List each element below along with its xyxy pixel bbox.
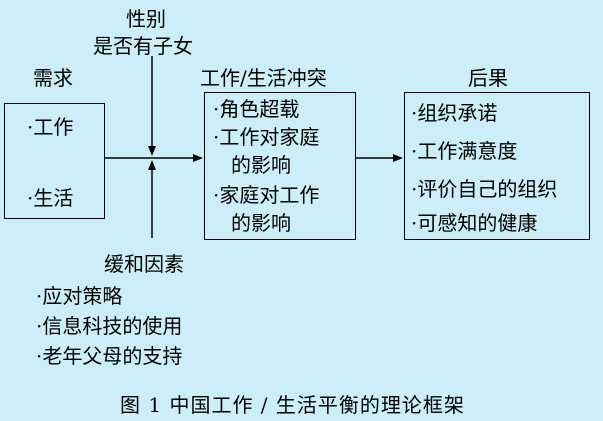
outcomes-item-commitment: ·组织承诺 bbox=[411, 101, 498, 125]
conflict-box: ·角色超载 ·工作对家庭 的影响 ·家庭对工作 的影响 bbox=[204, 92, 356, 240]
buffers-item-parent-support: ·老年父母的支持 bbox=[36, 344, 183, 368]
figure-caption: 图 1 中国工作 / 生活平衡的理论框架 bbox=[120, 393, 465, 417]
buffers-item-it-use: ·信息科技的使用 bbox=[36, 314, 183, 338]
outcomes-item-org-evaluation: ·评价自己的组织 bbox=[411, 177, 558, 201]
outcomes-box: ·组织承诺 ·工作满意度 ·评价自己的组织 ·可感知的健康 bbox=[404, 92, 590, 240]
conflict-item-work-to-family: ·工作对家庭 bbox=[213, 125, 320, 149]
demands-to-conflict-arrowhead bbox=[193, 154, 203, 162]
top-moderator-arrowhead bbox=[148, 146, 156, 156]
conflict-to-outcomes-arrowhead bbox=[393, 154, 403, 162]
outcomes-title: 后果 bbox=[468, 66, 508, 90]
outcomes-item-health: ·可感知的健康 bbox=[411, 211, 538, 235]
has-children-label: 是否有子女 bbox=[93, 34, 193, 58]
conflict-title: 工作/生活冲突 bbox=[200, 66, 327, 90]
conflict-item-family-to-work: ·家庭对工作 bbox=[213, 183, 320, 207]
demands-item-work: ·工作 bbox=[27, 115, 74, 139]
demands-item-life: ·生活 bbox=[27, 186, 74, 210]
conflict-item-family-to-work-cont: 的影响 bbox=[231, 211, 291, 235]
conflict-item-role-overload: ·角色超载 bbox=[213, 97, 300, 121]
buffers-item-coping: ·应对策略 bbox=[36, 284, 123, 308]
outcomes-item-satisfaction: ·工作满意度 bbox=[411, 139, 518, 163]
bottom-moderator-arrowhead bbox=[148, 160, 156, 170]
conflict-item-work-to-family-cont: 的影响 bbox=[231, 153, 291, 177]
demands-title: 需求 bbox=[33, 66, 73, 90]
demands-box: ·工作 ·生活 bbox=[4, 103, 105, 219]
buffers-title: 缓和因素 bbox=[104, 252, 184, 276]
gender-label: 性别 bbox=[126, 7, 166, 31]
